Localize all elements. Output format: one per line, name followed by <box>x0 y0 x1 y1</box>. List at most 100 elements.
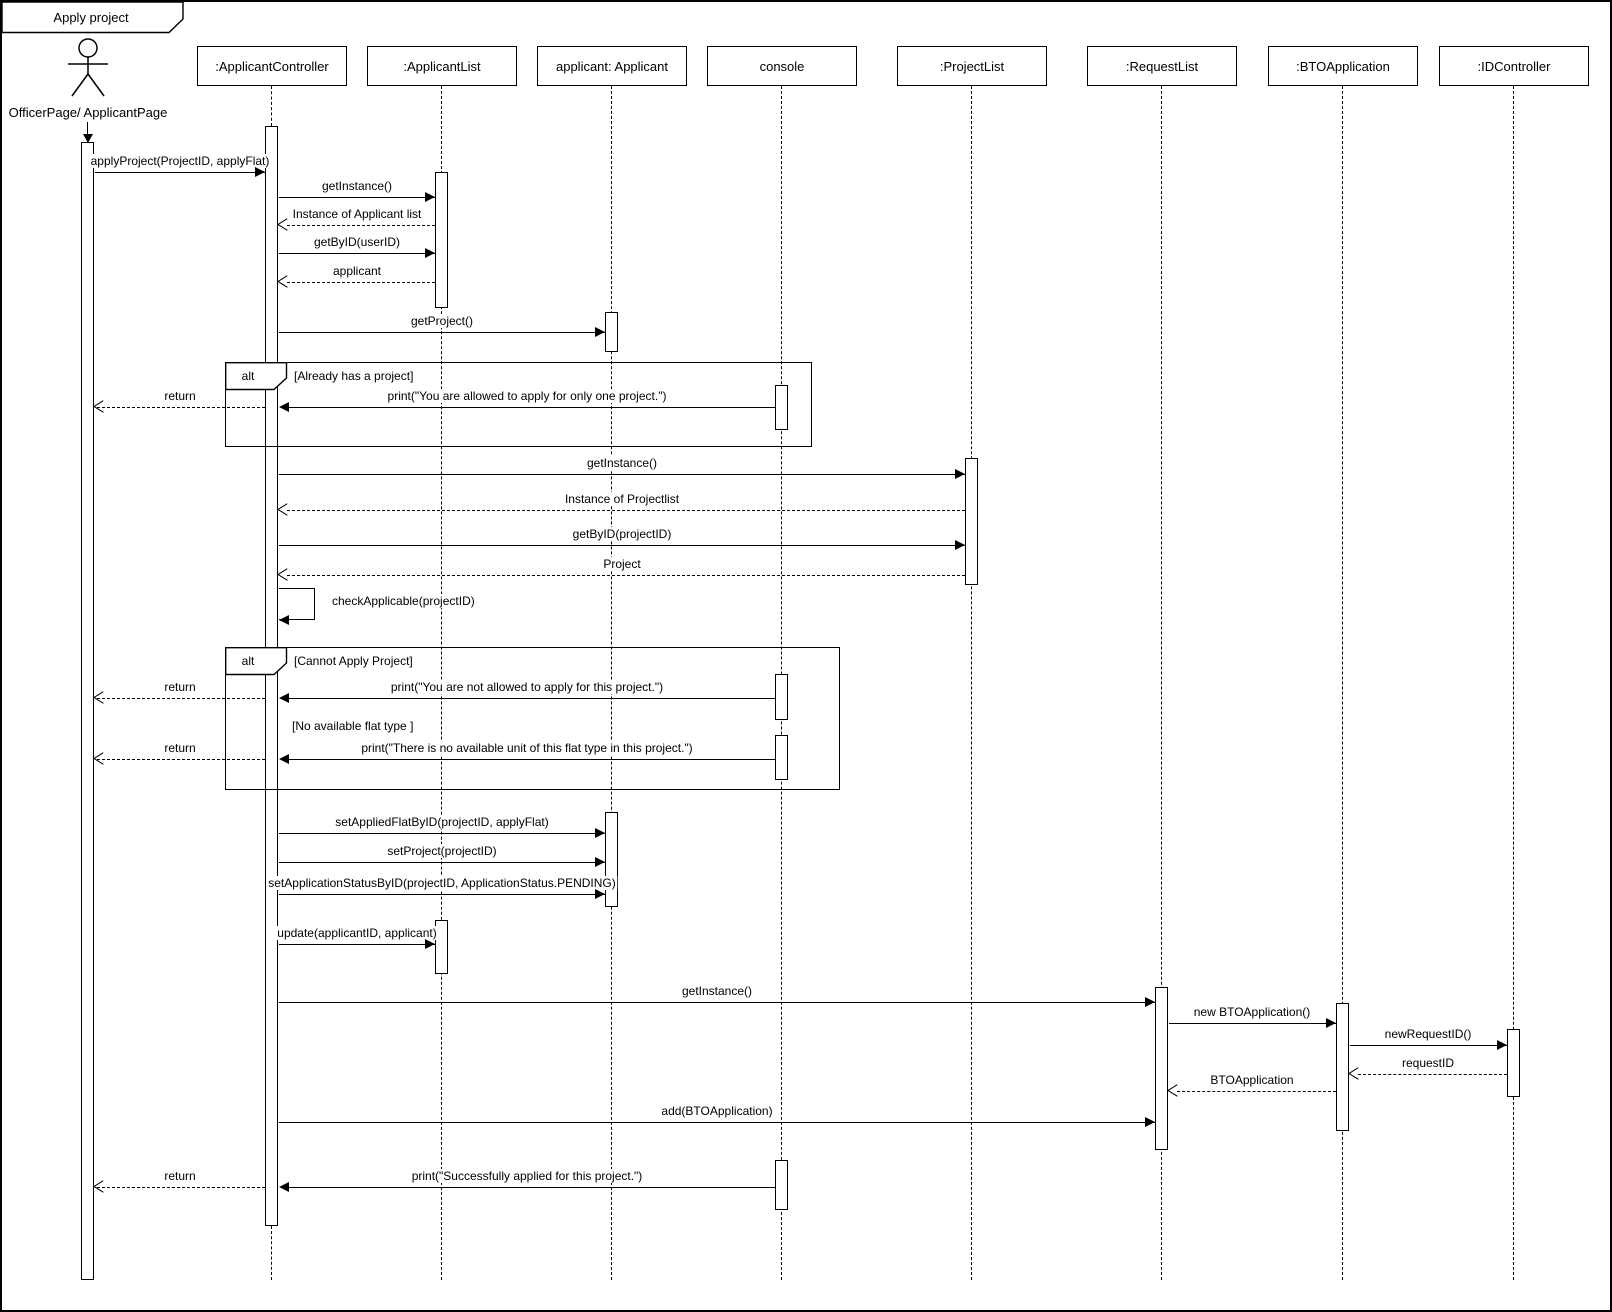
message-print-success-label: print("Successfully applied for this pro… <box>409 1169 645 1183</box>
message-checkapplicable-label: checkApplicable(projectID) <box>330 594 477 608</box>
arrowhead <box>595 857 605 867</box>
lifeline-applicantcontroller-tail <box>271 1226 272 1280</box>
message-checkapplicable-loop <box>279 588 315 620</box>
open-arrowhead <box>278 275 290 289</box>
message-instance-applicantlist-line <box>287 225 435 226</box>
lifeline-header-console: console <box>707 46 857 86</box>
message-return-4-label: return <box>162 1169 198 1183</box>
arrowhead <box>255 167 265 177</box>
arrowhead <box>425 192 435 202</box>
alt-1-guard: [Already has a project] <box>294 369 414 383</box>
message-return-1-label: return <box>162 389 198 403</box>
lifeline-header-btoapplication: :BTOApplication <box>1268 46 1418 86</box>
message-print-onlyone-line <box>287 407 775 408</box>
message-add-btoapplication-label: add(BTOApplication) <box>659 1104 775 1118</box>
alt-fragment-2 <box>225 647 840 790</box>
arrowhead <box>279 754 289 764</box>
message-getinstance-applicantlist-line <box>279 197 435 198</box>
message-instance-projectlist-line <box>287 510 965 511</box>
message-getinstance-applicantlist-label: getInstance() <box>319 179 395 193</box>
alt-fragment-1 <box>225 362 812 447</box>
message-getbyid-user-line <box>279 253 435 254</box>
message-print-notallowed-label: print("You are not allowed to apply for … <box>388 680 666 694</box>
activation-requestlist <box>1155 987 1168 1150</box>
message-return-4-line <box>97 1187 265 1188</box>
activation-applicantlist-1 <box>435 172 448 308</box>
lifeline-header-applicantcontroller: :ApplicantController <box>197 46 347 86</box>
activation-btoapplication <box>1336 1003 1349 1131</box>
open-arrowhead <box>278 218 290 232</box>
open-arrowhead <box>94 1180 106 1194</box>
message-setapplicationstatus-line <box>279 894 605 895</box>
activation-actor <box>81 142 94 1280</box>
frame-title-pentagon <box>2 2 184 34</box>
message-project-return-line <box>287 575 965 576</box>
message-btoapplication-return-label: BTOApplication <box>1208 1073 1296 1087</box>
open-arrowhead <box>1168 1084 1180 1098</box>
lifeline-idcontroller <box>1513 86 1514 1280</box>
arrowhead <box>279 693 289 703</box>
message-new-btoapplication-line <box>1169 1023 1336 1024</box>
lifeline-header-idcontroller: :IDController <box>1439 46 1589 86</box>
open-arrowhead <box>94 752 106 766</box>
message-applicant-return-label: applicant <box>330 264 384 278</box>
arrowhead <box>279 402 289 412</box>
message-return-2-label: return <box>162 680 198 694</box>
message-print-notallowed-line <box>287 698 775 699</box>
message-applicant-return-line <box>287 282 435 283</box>
message-applyproject-label: applyProject(ProjectID, applyFlat) <box>88 154 272 168</box>
alt-2-guard-1: [Cannot Apply Project] <box>294 654 413 668</box>
open-arrowhead <box>1349 1067 1361 1081</box>
lifeline-header-projectlist: :ProjectList <box>897 46 1047 86</box>
alt-1-operator: alt <box>241 369 255 383</box>
arrowhead <box>279 615 289 625</box>
message-getinstance-requestlist-line <box>279 1002 1155 1003</box>
arrowhead <box>425 939 435 949</box>
arrowhead <box>279 1182 289 1192</box>
message-return-3-line <box>97 759 265 760</box>
message-print-nounit-label: print("There is no available unit of thi… <box>359 741 695 755</box>
arrowhead <box>1497 1040 1507 1050</box>
arrowhead <box>425 248 435 258</box>
message-update-label: update(applicantID, applicant) <box>275 926 439 940</box>
message-getbyid-project-line <box>279 545 965 546</box>
activation-applicant-1 <box>605 312 618 352</box>
message-instance-applicantlist-label: Instance of Applicant list <box>290 207 424 221</box>
arrowhead <box>1326 1018 1336 1028</box>
lifeline-applicantcontroller <box>271 86 272 126</box>
actor-start-arrow-line <box>87 122 88 136</box>
message-print-nounit-line <box>287 759 775 760</box>
activation-idcontroller <box>1507 1029 1520 1097</box>
activation-projectlist <box>965 458 978 585</box>
lifeline-projectlist <box>971 86 972 1280</box>
actor-start-arrowhead <box>83 134 93 143</box>
message-print-success-line <box>287 1187 775 1188</box>
open-arrowhead <box>94 691 106 705</box>
arrowhead <box>955 540 965 550</box>
open-arrowhead <box>278 503 290 517</box>
lifeline-requestlist <box>1161 86 1162 1280</box>
lifeline-header-applicantlist: :ApplicantList <box>367 46 517 86</box>
message-btoapplication-return-line <box>1177 1091 1336 1092</box>
message-requestid-return-line <box>1358 1074 1507 1075</box>
arrowhead <box>595 828 605 838</box>
message-return-2-line <box>97 698 265 699</box>
message-setappliedflat-line <box>279 833 605 834</box>
message-setappliedflat-label: setAppliedFlatByID(projectID, applyFlat) <box>333 815 551 829</box>
message-return-3-label: return <box>162 741 198 755</box>
message-update-line <box>279 944 435 945</box>
message-setapplicationstatus-label: setApplicationStatusByID(projectID, Appl… <box>266 876 618 890</box>
message-setproject-line <box>279 862 605 863</box>
message-instance-projectlist-label: Instance of Projectlist <box>562 492 682 506</box>
message-getinstance-projectlist-line <box>279 474 965 475</box>
activation-console-2 <box>775 674 788 720</box>
message-return-1-line <box>97 407 265 408</box>
message-newrequestid-label: newRequestID() <box>1382 1027 1474 1041</box>
message-project-return-label: Project <box>601 557 643 571</box>
message-print-onlyone-label: print("You are allowed to apply for only… <box>385 389 669 403</box>
message-new-btoapplication-label: new BTOApplication() <box>1191 1005 1313 1019</box>
alt-2-guard-2: [No available flat type ] <box>292 719 414 733</box>
message-requestid-return-label: requestID <box>1399 1056 1457 1070</box>
lifeline-btoapplication <box>1342 86 1343 1280</box>
